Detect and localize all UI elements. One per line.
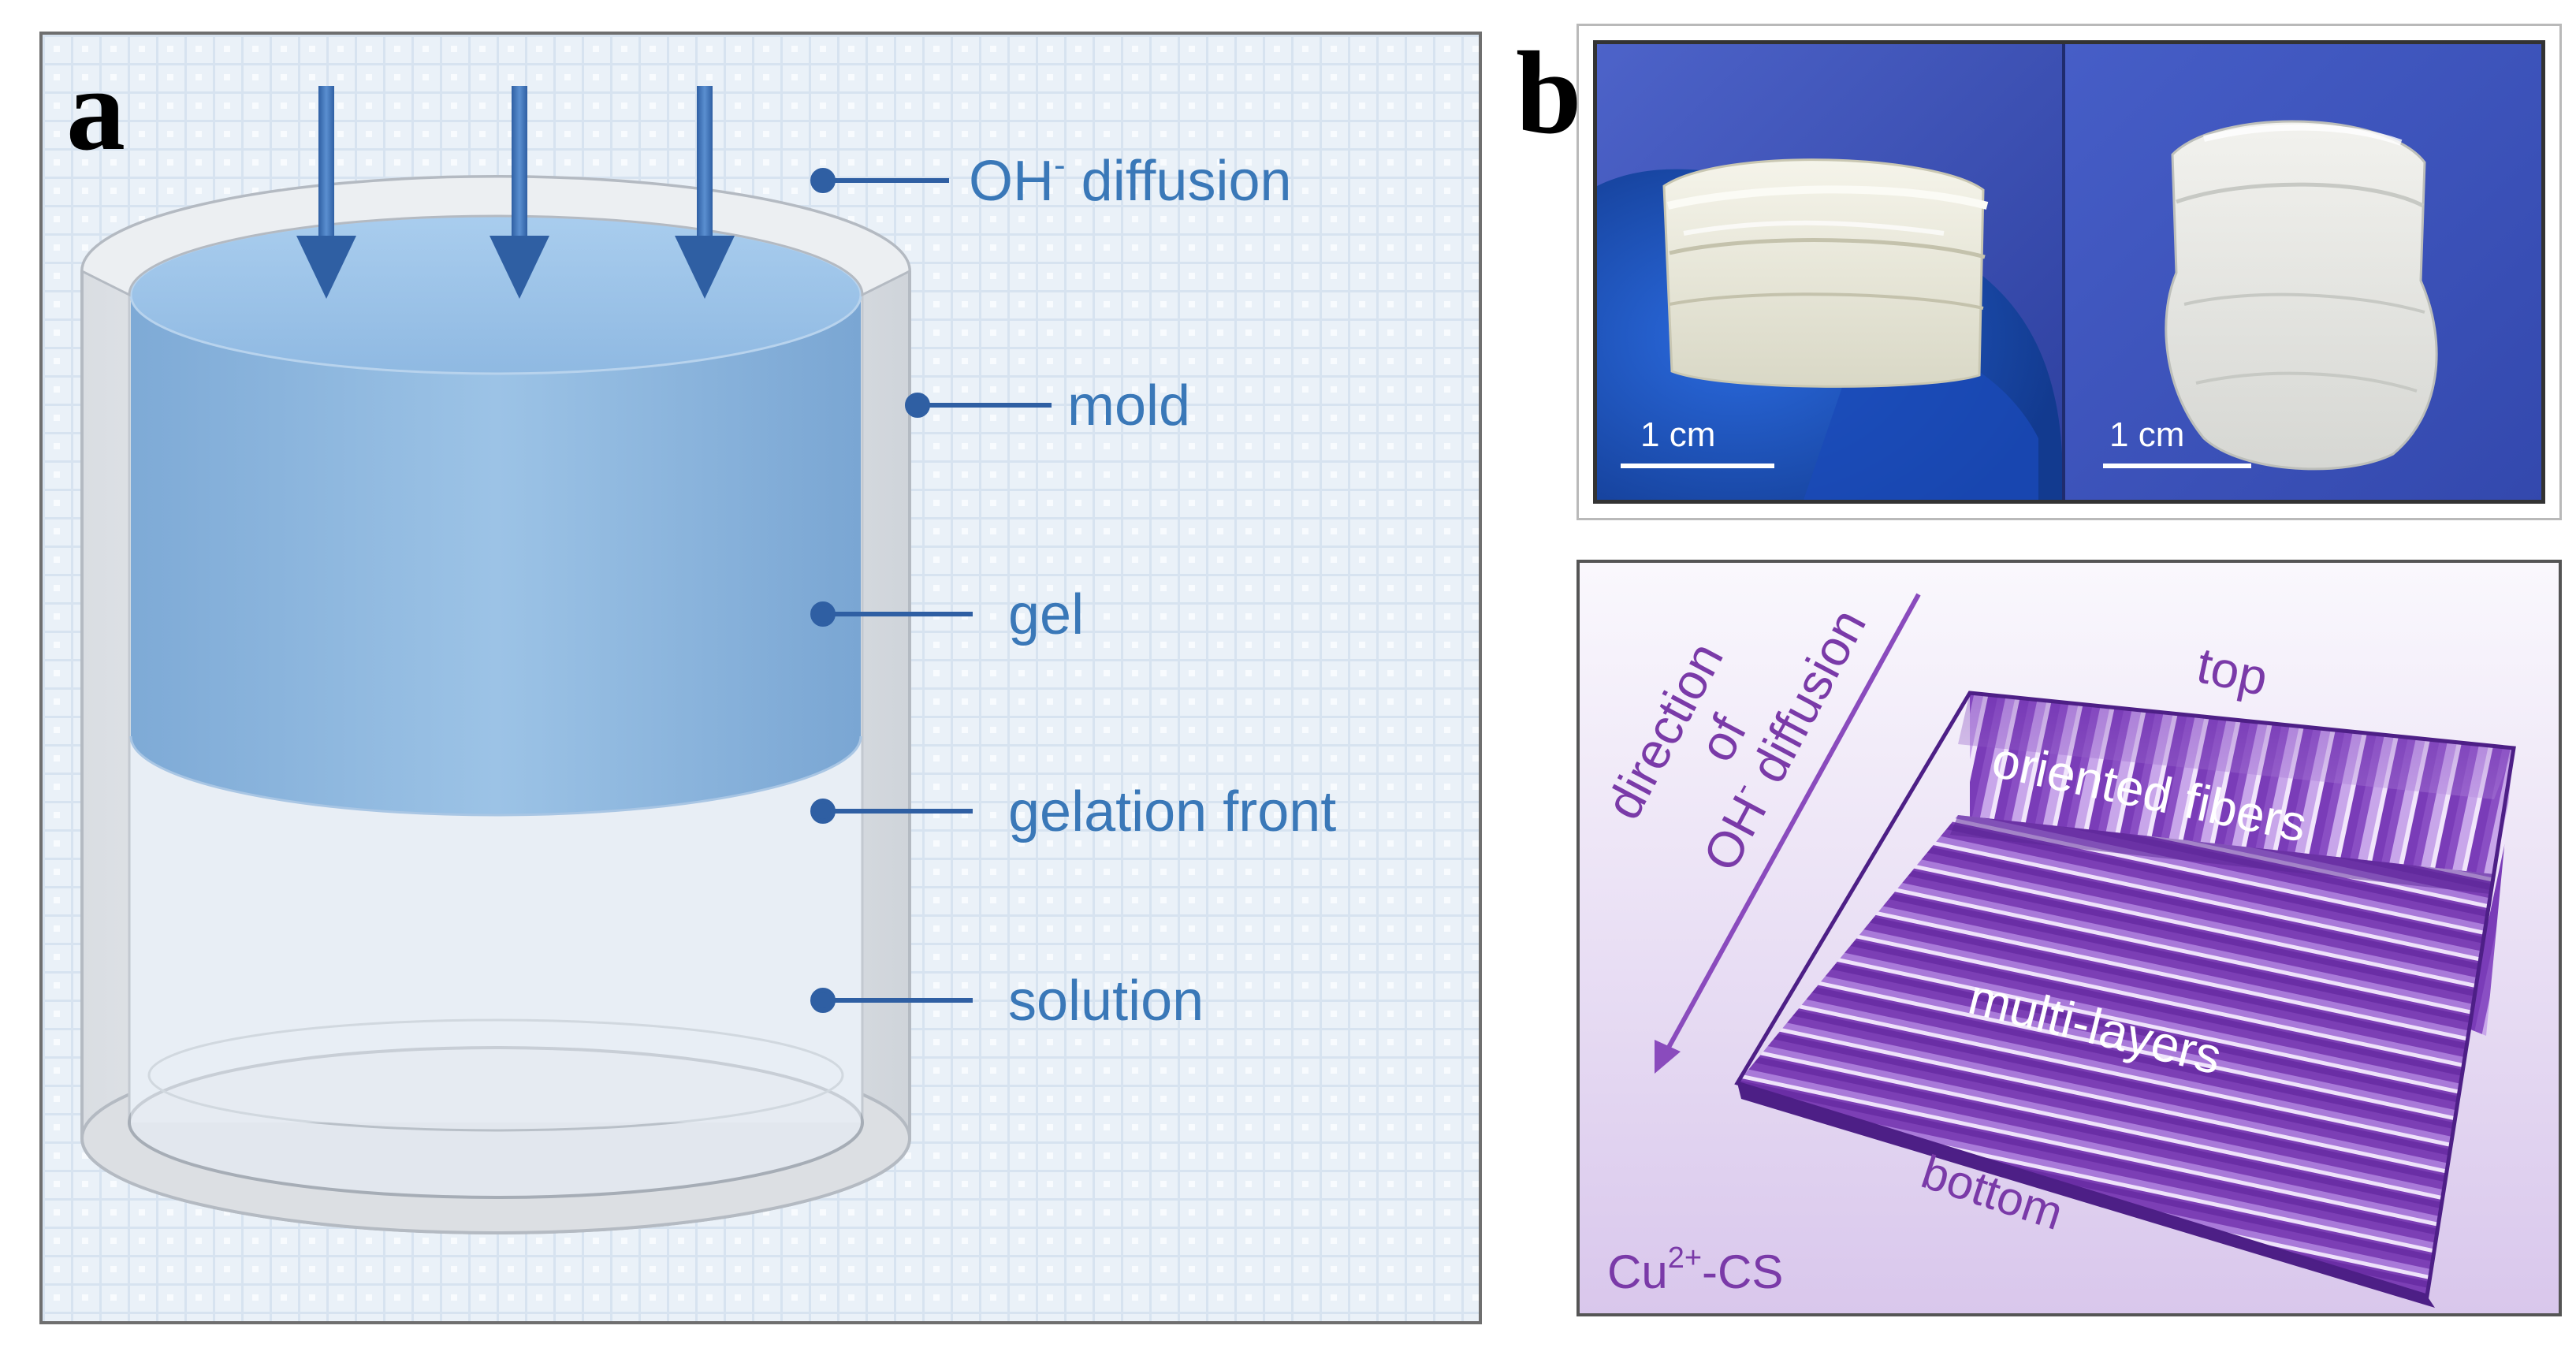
- arrow-down-left-icon: [1655, 1040, 1681, 1074]
- gelation-front-label: gelation front: [1008, 780, 1336, 843]
- panel-letter-a: a: [66, 44, 125, 175]
- scale-label-right: 1 cm: [2109, 415, 2184, 454]
- panel-a-mold-diagram: OH- diffusion mold gel gelation front so…: [39, 32, 1482, 1324]
- gel-label: gel: [1008, 583, 1084, 646]
- panel-c-structure-diagram: direction of OH- diffusion top oriented …: [1576, 560, 2562, 1316]
- gel-sample-right: [2165, 120, 2438, 471]
- photo-left: 1 cm: [1597, 44, 2063, 500]
- fiber-slab: [1734, 691, 2516, 1308]
- gel-sample-left: [1662, 158, 1989, 388]
- down-arrow-icon: [296, 86, 356, 299]
- oh-diffusion-arrows: [296, 86, 735, 299]
- material-label: Cu2+-CS: [1607, 1242, 1783, 1298]
- scale-label-left: 1 cm: [1640, 415, 1715, 454]
- gel-cylinder: [129, 214, 862, 817]
- photo-frame: 1 cm 1 cm: [1593, 40, 2545, 504]
- structure-svg: direction of OH- diffusion top oriented …: [1580, 563, 2559, 1313]
- down-arrow-icon: [490, 86, 549, 299]
- photo-right: 1 cm: [2065, 44, 2541, 500]
- leader-lines: [810, 168, 1052, 1013]
- diffusion-direction-arrow: [1655, 593, 1921, 1074]
- down-arrow-icon: [675, 86, 735, 299]
- photo-svg: 1 cm 1 cm: [1597, 44, 2541, 500]
- mold-diagram-svg: OH- diffusion mold gel gelation front so…: [43, 35, 1479, 1321]
- panel-b-photographs: 1 cm 1 cm b: [1516, 24, 2562, 520]
- oh-diffusion-label: OH- diffusion: [969, 146, 1292, 213]
- solution-label: solution: [1008, 970, 1204, 1033]
- mold-label: mold: [1067, 374, 1190, 437]
- panel-letter-b: b: [1516, 28, 1582, 158]
